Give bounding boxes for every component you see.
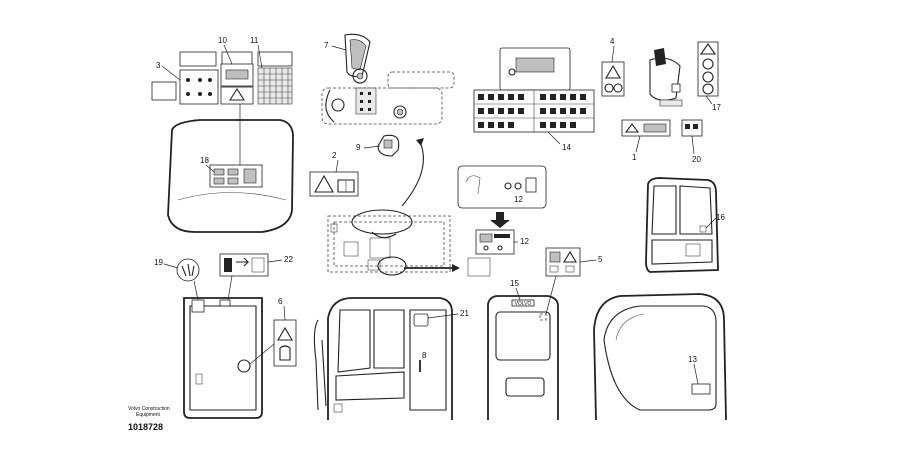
decal-group-rear: VOLVO 15 5 [487, 247, 603, 420]
drawing-number: 1018728 [128, 422, 163, 432]
decal-group-top-right: 4 17 1 20 [601, 37, 721, 164]
decal-group-console: 7 9 [321, 33, 455, 157]
decal-6-tag [273, 319, 297, 367]
decal-group-door-16: 16 [645, 177, 725, 273]
decal-3-controls [179, 69, 219, 105]
callout-7: 7 [324, 41, 329, 50]
cab-door-16 [645, 177, 719, 273]
callout-9: 9 [356, 143, 361, 152]
caption-company: Volvo Construction [128, 406, 170, 412]
callout-2: 2 [332, 151, 337, 160]
zoom-circle-bottom [377, 256, 407, 276]
decal-warning-small [220, 86, 254, 105]
exit-icon [236, 257, 250, 267]
callout-21: 21 [460, 309, 469, 318]
down-arrow-icon [490, 212, 510, 228]
decal-9-knob [377, 134, 400, 157]
windshield-outline [167, 119, 294, 233]
callout-12b: 12 [520, 237, 529, 246]
callout-14: 14 [562, 143, 571, 152]
warning-triangle-icon [228, 87, 246, 101]
curved-arrow [401, 141, 424, 207]
decal-group-14: 14 [473, 47, 595, 152]
callout-20: 20 [692, 155, 701, 164]
decal-blank-a [151, 81, 177, 101]
decal-group-12: 12 12 [457, 165, 547, 277]
callout-18: 18 [200, 156, 209, 165]
decal-group-top-left: 3 10 11 18 [151, 36, 294, 233]
callout-5: 5 [598, 255, 603, 264]
callout-12a: 12 [514, 195, 523, 204]
rear-door-left [183, 297, 263, 419]
console-outline [321, 87, 443, 125]
callout-22: 22 [284, 255, 293, 264]
cab-side-view [327, 297, 453, 420]
callout-3: 3 [156, 61, 161, 70]
warning-triangle-icon [605, 64, 621, 79]
decal-12-panel [457, 165, 547, 209]
decal-group-cab-side: 21 8 [313, 297, 469, 420]
callout-16: 16 [716, 213, 725, 222]
callout-15: 15 [510, 279, 519, 288]
callout-19: 19 [154, 258, 163, 267]
decal-19-round [176, 258, 200, 282]
caption-division: Equipment [136, 412, 161, 418]
brand-plate [511, 299, 535, 307]
callout-13: 13 [688, 355, 697, 364]
decal-group-bottom-left: 19 22 6 [154, 253, 297, 419]
callout-4: 4 [610, 37, 615, 46]
callout-1: 1 [632, 153, 637, 162]
manual-book-icon [337, 179, 355, 193]
decal-4-warning [601, 61, 625, 97]
decal-21-sticker [413, 313, 429, 327]
cab-plan-view [327, 215, 451, 273]
warning-triangle-icon [314, 174, 334, 193]
callout-11: 11 [250, 36, 259, 45]
hand-icon [279, 345, 291, 361]
zoom-circle-top [351, 209, 413, 235]
decal-12-placed [467, 257, 491, 277]
callout-8: 8 [422, 351, 427, 360]
cab-door-13 [593, 293, 727, 421]
brand-label: VOLVO [515, 301, 532, 307]
callout-6: 6 [278, 297, 283, 306]
decal-blank-b [179, 51, 217, 67]
decal-group-door-13: 13 [593, 293, 727, 421]
decal-blank-d [257, 51, 293, 67]
decal-13-sticker [691, 383, 711, 395]
callout-10: 10 [218, 36, 227, 45]
cab-rear-view [487, 295, 559, 420]
joystick-right [649, 57, 681, 101]
callout-17: 17 [712, 103, 721, 112]
decal-group-center: 2 [309, 151, 460, 276]
warning-triangle-icon [277, 326, 293, 341]
